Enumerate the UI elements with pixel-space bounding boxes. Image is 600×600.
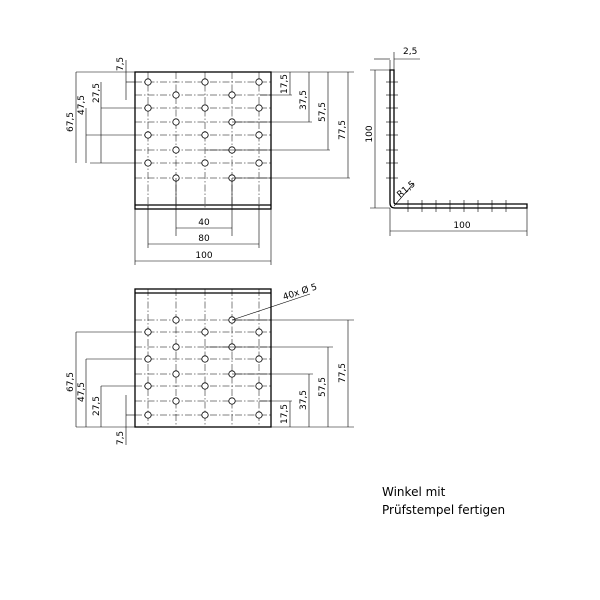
bottom-dim-37-5: 37,5	[299, 390, 309, 410]
bottom-left-dimensions: 67,5 47,5 27,5 7,5	[66, 331, 135, 445]
bottom-hole	[172, 370, 180, 378]
top-dim-47-5: 47,5	[77, 95, 87, 115]
top-hole	[255, 131, 263, 139]
top-hole	[255, 104, 263, 112]
height-dimension: 100	[365, 69, 390, 209]
top-hole	[172, 146, 180, 154]
top-dim-57-5: 57,5	[318, 102, 328, 122]
bottom-hole	[228, 397, 236, 405]
top-hole	[255, 159, 263, 167]
top-hole	[144, 131, 152, 139]
top-dim-27-5: 27,5	[92, 83, 102, 103]
bottom-hole	[255, 355, 263, 363]
top-dim-7-5: 7,5	[116, 57, 126, 71]
bottom-dim-47-5: 47,5	[77, 382, 87, 402]
bottom-dim-27-5: 27,5	[92, 396, 102, 416]
top-dim-80: 80	[198, 234, 210, 244]
top-hole	[144, 104, 152, 112]
top-hole	[201, 159, 209, 167]
top-right-dimensions: 17,5 37,5 57,5 77,5	[205, 71, 354, 179]
bottom-hole	[144, 382, 152, 390]
bottom-plate-outline	[134, 288, 272, 428]
bottom-dim-67-5: 67,5	[66, 372, 76, 392]
top-hole	[228, 91, 236, 99]
length-dimension: 100	[389, 208, 528, 236]
top-dim-67-5: 67,5	[66, 112, 76, 132]
top-plate-outline	[134, 71, 272, 210]
top-hole	[255, 78, 263, 86]
bottom-hole-grid	[135, 289, 271, 427]
height-label: 100	[365, 125, 375, 142]
bottom-dim-7-5: 7,5	[116, 431, 126, 445]
thickness-label: 2,5	[403, 47, 417, 57]
top-dim-17-5: 17,5	[280, 74, 290, 94]
side-view: 2,5 100 R1,5 100	[365, 47, 528, 236]
top-left-dimensions: 7,5 27,5 47,5 67,5	[66, 57, 135, 164]
bottom-hole	[172, 316, 180, 324]
top-hole-grid	[135, 72, 271, 209]
bottom-hole	[172, 397, 180, 405]
hole-callout-label: 40x Ø 5	[282, 281, 319, 302]
radius-label: R1,5	[396, 179, 418, 200]
top-view: 7,5 27,5 47,5 67,5 17,5 37,5 57,5 77,5	[66, 57, 354, 265]
top-dim-37-5: 37,5	[299, 90, 309, 110]
top-hole	[172, 91, 180, 99]
top-hole	[172, 118, 180, 126]
bottom-view: 40x Ø 5 67,5 47,5 27,5 7,5	[66, 281, 354, 445]
bottom-hole	[255, 411, 263, 419]
bottom-hole	[201, 355, 209, 363]
top-hole	[201, 104, 209, 112]
radius-dimension: R1,5	[393, 179, 418, 207]
bottom-hole	[144, 411, 152, 419]
angle-profile	[389, 69, 528, 209]
bottom-right-dimensions: 17,5 37,5 57,5 77,5	[205, 319, 354, 428]
top-hole	[201, 131, 209, 139]
bottom-hole	[255, 382, 263, 390]
note-line-1: Winkel mit	[382, 485, 446, 499]
bottom-hole	[201, 328, 209, 336]
length-label: 100	[453, 221, 470, 231]
fabrication-note: Winkel mit Prüfstempel fertigen	[382, 485, 505, 517]
bottom-dim-57-5: 57,5	[318, 377, 328, 397]
top-dim-40: 40	[198, 218, 210, 228]
side-hole-ticks	[386, 81, 507, 212]
top-hole	[144, 159, 152, 167]
bottom-hole	[172, 343, 180, 351]
bottom-hole	[201, 411, 209, 419]
bottom-hole	[144, 355, 152, 363]
top-hole	[144, 78, 152, 86]
bottom-hole	[201, 382, 209, 390]
hole-callout: 40x Ø 5	[231, 281, 319, 321]
note-line-2: Prüfstempel fertigen	[382, 503, 505, 517]
top-bottom-dimensions: 40 80 100	[134, 178, 272, 265]
bottom-dim-77-5: 77,5	[338, 363, 348, 383]
top-dim-77-5: 77,5	[338, 120, 348, 140]
bottom-hole	[144, 328, 152, 336]
bottom-dim-17-5: 17,5	[280, 404, 290, 424]
top-hole	[201, 78, 209, 86]
bottom-hole	[255, 328, 263, 336]
thickness-dimension: 2,5	[374, 47, 420, 70]
top-dim-100: 100	[195, 251, 212, 261]
